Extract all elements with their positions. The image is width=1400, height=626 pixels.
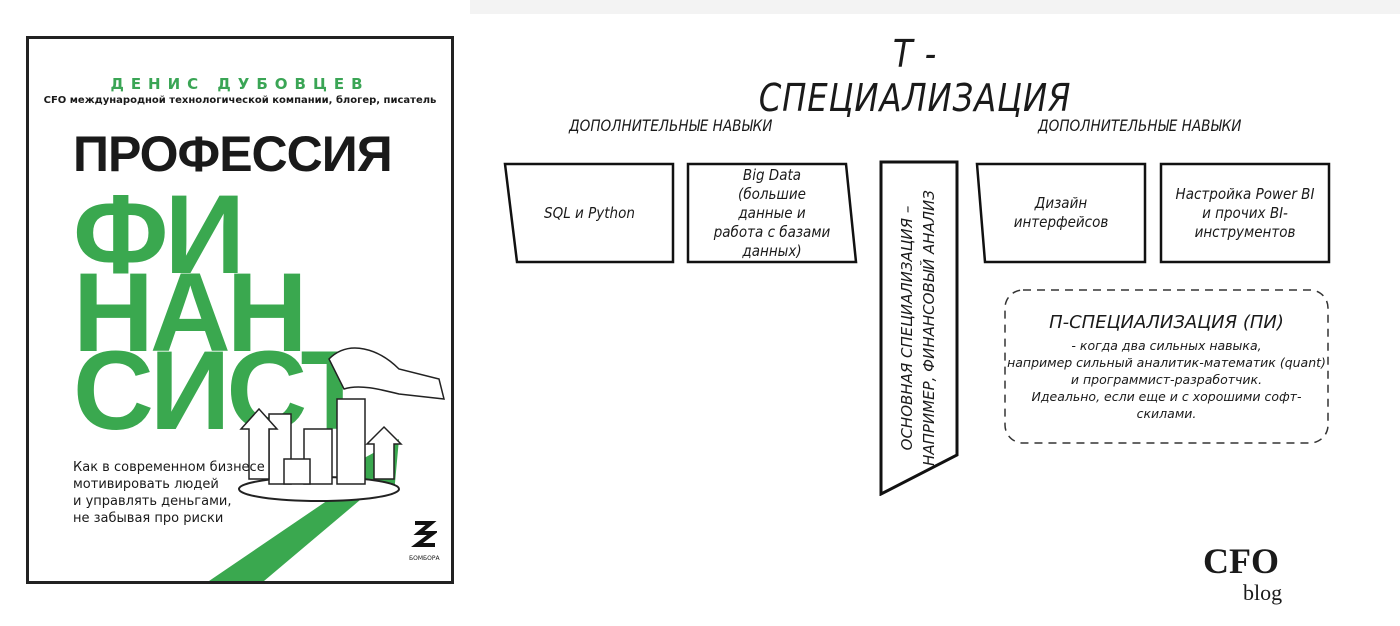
- coins-illustration: [209, 347, 445, 581]
- desc-line: не забывая про риски: [73, 511, 224, 526]
- skill-box-sql: SQL и Python: [503, 162, 675, 264]
- skill-text: Big Data (большие данные и работа с база…: [713, 165, 831, 260]
- skill-text: Настройка Power BI и прочих BI-инструмен…: [1175, 184, 1315, 241]
- core-specialization-text: ОСНОВНАЯ СПЕЦИАЛИЗАЦИЯ – НАПРИМЕР, ФИНАН…: [898, 190, 938, 466]
- book-title-green: НАН: [73, 250, 308, 375]
- book-title-green: ФИ: [73, 172, 245, 297]
- skill-box-design: Дизайн интерфейсов: [975, 162, 1147, 264]
- skill-text: Дизайн интерфейсов: [1013, 194, 1109, 231]
- cfo-logo: CFO: [1203, 541, 1279, 581]
- pi-line: - когда два сильных навыка,: [1071, 338, 1262, 353]
- desc-line: Как в современном бизнесе: [73, 460, 265, 475]
- book-title-green: СИСТ: [73, 328, 369, 453]
- book-author: ДЕНИС ДУБОВЦЕВ: [110, 75, 370, 93]
- pi-line: например сильный аналитик-математик (qua…: [1007, 355, 1326, 370]
- pi-line: и программист-разработчик.: [1070, 372, 1263, 387]
- desc-line: мотивировать людей: [73, 477, 219, 492]
- top-band: [470, 0, 1400, 14]
- cfo-logo-sub: blog: [1243, 580, 1283, 605]
- publisher-logo: БОМБОРА: [409, 519, 440, 562]
- right-skills-label: ДОПОЛНИТЕЛЬНЫЕ НАВЫКИ: [1038, 116, 1242, 135]
- pi-title: П-СПЕЦИАЛИЗАЦИЯ (ПИ): [1049, 312, 1284, 333]
- left-skills-label: ДОПОЛНИТЕЛЬНЫЕ НАВЫКИ: [569, 116, 773, 135]
- diagram-title: Т - СПЕЦИАЛИЗАЦИЯ: [758, 32, 1072, 120]
- skill-box-powerbi: Настройка Power BI и прочих BI-инструмен…: [1159, 162, 1331, 264]
- publisher-name: БОМБОРА: [409, 555, 440, 562]
- book-cover: ДЕНИС ДУБОВЦЕВ CFO международной техноло…: [26, 36, 454, 584]
- pi-line: Идеально, если еще и с хорошими софт-ски…: [1031, 389, 1302, 421]
- book-title-line1: ПРОФЕССИЯ: [73, 126, 393, 182]
- book-description: Как в современном бизнесе мотивировать л…: [73, 459, 293, 527]
- pi-specialization-box: П-СПЕЦИАЛИЗАЦИЯ (ПИ) - когда два сильных…: [1003, 288, 1330, 445]
- desc-line: и управлять деньгами,: [73, 494, 232, 509]
- core-specialization-box: [879, 160, 959, 496]
- skill-box-bigdata: Big Data (большие данные и работа с база…: [686, 162, 858, 264]
- skill-text: SQL и Python: [543, 203, 635, 222]
- book-author-subtitle: CFO международной технологической компан…: [43, 95, 437, 106]
